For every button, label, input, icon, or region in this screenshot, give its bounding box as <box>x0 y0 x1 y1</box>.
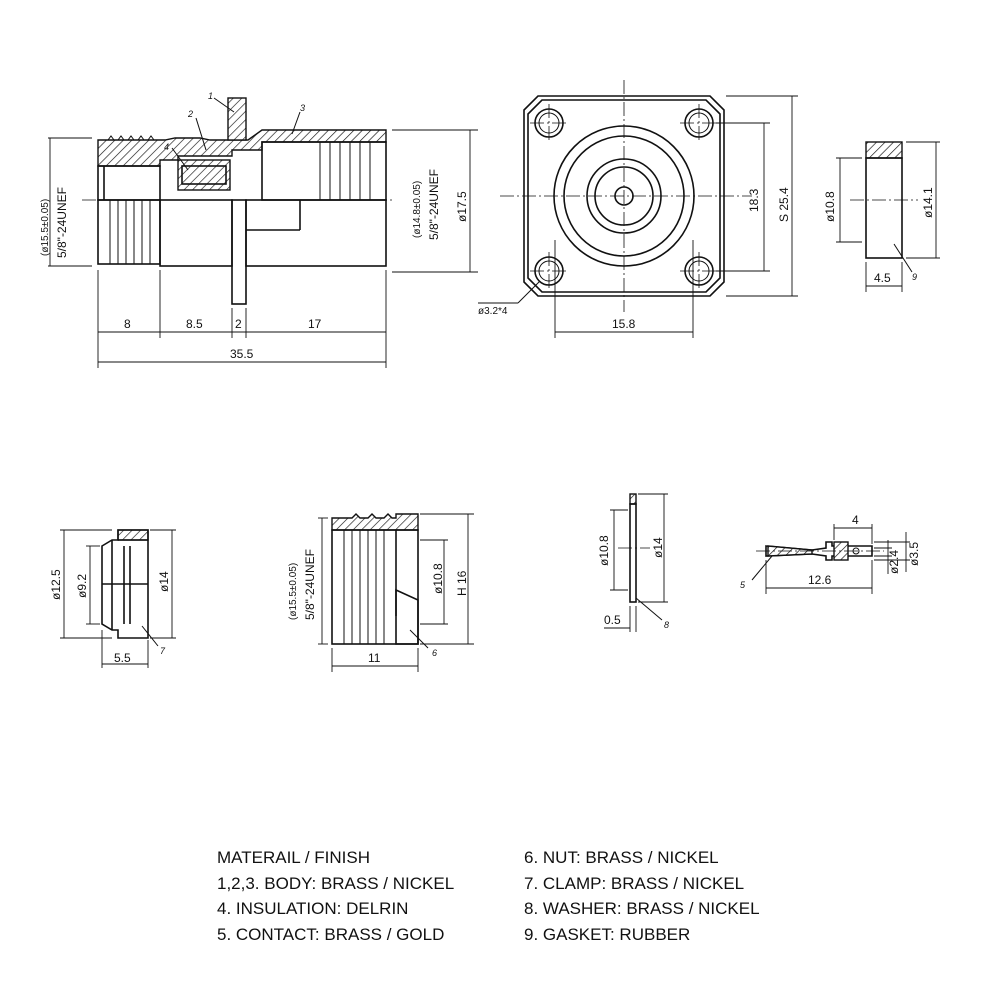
callout-1: 1 <box>208 91 213 101</box>
dim-nut-height: H 16 <box>455 570 469 596</box>
legend-item: 9. GASKET: RUBBER <box>524 924 691 944</box>
dim-washer-thick: 0.5 <box>604 613 621 627</box>
dim-contact-top: 4 <box>852 513 859 527</box>
dim-thread-dia-left: (ø15.5±0.05) <box>40 199 51 256</box>
dim-clamp-d3: ø14 <box>157 571 171 592</box>
legend-heading: MATERAIL / FINISH <box>217 848 371 867</box>
dim-thread-spec-right: 5/8"-24UNEF <box>427 169 441 240</box>
callout-7: 7 <box>160 646 166 656</box>
dim-square-size: S 25.4 <box>777 187 791 222</box>
dim-washer-outer: ø14 <box>651 537 665 558</box>
insulation-section <box>177 159 231 191</box>
mounting-hole <box>680 252 718 290</box>
dim-len-8-5: 8.5 <box>186 317 203 331</box>
dim-outer-dia: ø17.5 <box>455 191 469 222</box>
mounting-hole <box>530 104 568 142</box>
dim-nut-thread-spec: 5/8"-24UNEF <box>303 549 317 620</box>
callout-3: 3 <box>300 103 305 113</box>
flange-front-view: 18.3 S 25.4 15.8 ø3.2*4 <box>478 80 798 338</box>
clamp-view: ø12.5 ø9.2 ø14 5.5 7 <box>49 529 176 668</box>
dim-nut-thread-dia: (ø15.5±0.05) <box>288 563 299 620</box>
callout-2: 2 <box>187 109 193 119</box>
washer-view: ø10.8 ø14 0.5 8 <box>597 493 669 632</box>
main-connector-view: 1 2 3 4 (ø15.5±0.05) 5/8"-24UNEF (ø14.8±… <box>40 91 478 368</box>
dim-hole-spacing: 18.3 <box>747 188 761 212</box>
legend-item: 1,2,3. BODY: BRASS / NICKEL <box>217 873 455 893</box>
dim-gasket-outer: ø14.1 <box>921 187 935 218</box>
dim-clamp-d2: ø9.2 <box>75 574 89 598</box>
dim-clamp-len: 5.5 <box>114 651 131 665</box>
dim-nut-bore: ø10.8 <box>431 563 445 594</box>
dim-nut-len: 11 <box>368 651 381 665</box>
dim-hole-dia: ø3.2*4 <box>478 306 508 317</box>
dim-len-8: 8 <box>124 317 131 331</box>
callout-6: 6 <box>432 648 437 658</box>
dim-gasket-inner: ø10.8 <box>823 191 837 222</box>
legend-item: 7. CLAMP: BRASS / NICKEL <box>524 873 745 893</box>
dim-len-17: 17 <box>308 317 322 331</box>
dim-thread-dia-right: (ø14.8±0.05) <box>412 181 423 238</box>
legend-left: MATERAIL / FINISH 1,2,3. BODY: BRASS / N… <box>217 845 454 947</box>
nut-view: (ø15.5±0.05) 5/8"-24UNEF ø10.8 H 16 11 6 <box>288 513 474 672</box>
legend-item: 6. NUT: BRASS / NICKEL <box>524 848 719 867</box>
callout-8: 8 <box>664 620 669 630</box>
callout-9: 9 <box>912 272 917 282</box>
dim-contact-d2: ø3.5 <box>907 542 921 566</box>
legend-right: 6. NUT: BRASS / NICKEL 7. CLAMP: BRASS /… <box>524 845 760 947</box>
mounting-hole <box>530 252 568 290</box>
legend-item: 5. CONTACT: BRASS / GOLD <box>217 924 445 944</box>
dim-washer-inner: ø10.8 <box>597 535 611 566</box>
contact-view: 12.6 4 ø2.4 ø3.5 5 <box>740 513 921 594</box>
flange-top <box>227 97 247 141</box>
legend-item: 8. WASHER: BRASS / NICKEL <box>524 899 760 918</box>
dim-len-2: 2 <box>235 317 242 331</box>
mounting-hole <box>680 104 718 142</box>
dim-bore-width: 15.8 <box>612 317 636 331</box>
dim-contact-len: 12.6 <box>808 573 832 587</box>
dim-total-35-5: 35.5 <box>230 347 254 361</box>
legend-item: 4. INSULATION: DELRIN <box>217 899 409 918</box>
dim-contact-d1: ø2.4 <box>887 550 901 574</box>
callout-5: 5 <box>740 580 746 590</box>
dim-thread-spec-left: 5/8"-24UNEF <box>55 187 69 258</box>
callout-4: 4 <box>164 142 169 152</box>
gasket-view: ø10.8 ø14.1 4.5 9 <box>823 141 940 292</box>
dim-clamp-d1: ø12.5 <box>49 569 63 600</box>
dim-gasket-thick: 4.5 <box>874 271 891 285</box>
